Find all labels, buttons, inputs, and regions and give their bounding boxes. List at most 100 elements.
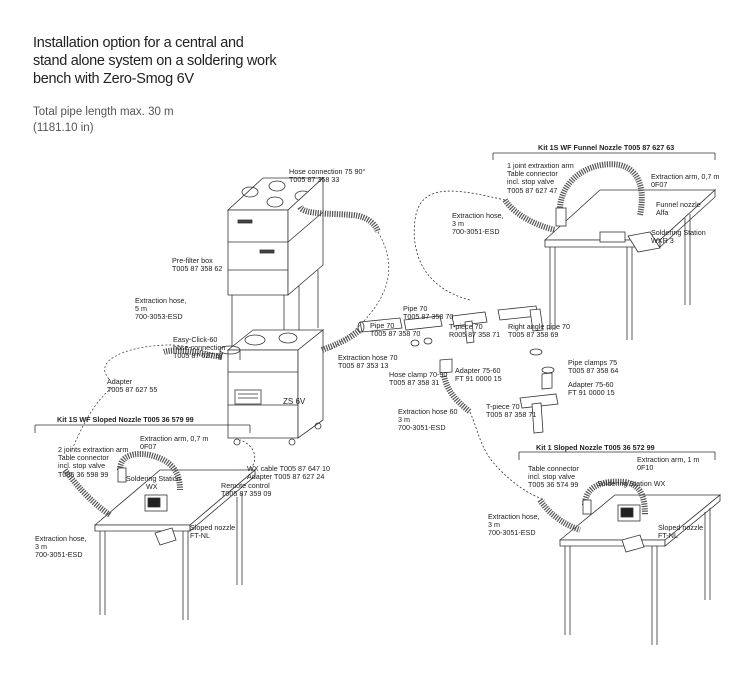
label-line: T005 87 358 70 xyxy=(370,329,421,339)
extraction-hose-5m-label: Extraction hose, 5 m 700-3053-ESD xyxy=(135,296,187,322)
label-line: Right angle pipe 70 xyxy=(508,322,570,331)
label-line: Extraction hose, xyxy=(452,211,504,220)
pipe-clamps-label: Pipe clamps 75 T005 87 358 64 xyxy=(568,358,618,375)
zs6v-label: ZS 6V xyxy=(283,397,306,406)
label-line: 3 m xyxy=(452,219,464,229)
label-line: 3 m xyxy=(398,415,410,425)
label-line: incl. stop valve xyxy=(507,177,555,187)
label-line: FT-NL xyxy=(190,531,210,541)
label-line: T005 36 598 99 xyxy=(58,469,109,479)
label-line: 0F07 xyxy=(651,180,668,190)
label-line: Table connector xyxy=(507,169,558,179)
label-line: Adapter 75-60 xyxy=(455,366,501,375)
label-line: Extraction hose, xyxy=(135,296,187,305)
funnel-nozzle-label: Funnel nozzle Alfa xyxy=(656,200,701,217)
zero-smog-unit xyxy=(219,177,325,446)
label-line: T005 36 574 99 xyxy=(528,480,579,490)
label-line: WX cable T005 87 647 10 xyxy=(247,464,330,473)
label-line: 700-3053-ESD xyxy=(135,312,183,322)
label-line: T005 87 358 31 xyxy=(389,378,440,388)
right-extraction-arm-label: Extraction arm, 1 m 0F10 xyxy=(637,455,700,473)
label-line: Hose clamp 70-90 xyxy=(389,370,448,379)
label-line: FT-NL xyxy=(658,531,678,541)
funnel-arm-label: 1 joint extraxtion arm Table connector i… xyxy=(507,161,574,195)
label-line: Extraction hose, xyxy=(488,512,540,521)
label-line: T005 87 358 70 xyxy=(403,312,454,322)
label-line: Pipe 70 xyxy=(370,321,395,330)
label-line: WXR 3 xyxy=(651,236,674,246)
label-line: T005 87 359 09 xyxy=(221,489,272,499)
label-line: Extraction hose, xyxy=(35,534,87,543)
funnel-kit-table xyxy=(413,152,717,340)
label-line: Extraction arm, 0,7 m xyxy=(140,434,209,443)
left-nozzle-label: Sloped nozzle FT-NL xyxy=(190,523,236,541)
right-connector-label: Table connector incl. stop valve T005 36… xyxy=(528,464,579,490)
label-line: T005 87 358 71 xyxy=(486,410,537,420)
label-line: T-piece 70 xyxy=(449,322,483,331)
label-line: T005 87 627 67 xyxy=(173,351,224,361)
label-line: 0F10 xyxy=(637,463,654,473)
wx-cable-label: WX cable T005 87 647 10 Adapter T005 87 … xyxy=(247,464,330,482)
label-line: Extraction hose 60 xyxy=(398,407,458,416)
label-line: T-piece 70 xyxy=(486,402,520,411)
label-line: Sloped nozzle xyxy=(190,523,236,532)
pipe70-b-label: Pipe 70 T005 87 358 70 xyxy=(403,304,454,322)
kit-sloped-left-title: Kit 1S WF Sloped Nozzle T005 36 579 99 xyxy=(57,415,194,424)
kit-sloped-right-title: Kit 1 Sloped Nozzle T005 36 572 99 xyxy=(536,443,655,452)
label-line: Funnel nozzle xyxy=(656,200,701,209)
funnel-station-label: Soldering Station WXR 3 xyxy=(651,228,706,246)
label-line: T005 87 358 62 xyxy=(172,264,223,274)
pipe70-a-label: Pipe 70 T005 87 358 70 xyxy=(370,321,421,339)
label-line: Soldering Station xyxy=(126,474,181,483)
label-line: 0F07 xyxy=(140,442,157,452)
adapter-75-60-b-label: Adapter 75-60 FT 91 0000 15 xyxy=(568,380,615,398)
label-line: incl. stop valve xyxy=(58,461,106,471)
pipe-system xyxy=(357,305,559,501)
label-line: Remote control xyxy=(221,481,270,490)
label-line: T005 87 627 55 xyxy=(107,385,158,395)
label-line: T005 87 353 13 xyxy=(338,361,389,371)
title-line: stand alone system on a soldering work xyxy=(33,53,277,69)
hose-clamp-label: Hose clamp 70-90 T005 87 358 31 xyxy=(389,370,448,388)
label-line: Adapter T005 87 627 24 xyxy=(247,472,325,482)
hoses-central xyxy=(71,204,390,451)
label-line: FT 91 0000 15 xyxy=(455,374,502,384)
label-line: 3 m xyxy=(35,542,47,552)
label-line: Extraction arm, 1 m xyxy=(637,455,700,464)
page-title: Installation option for a central and st… xyxy=(33,34,333,88)
label-line: T005 87 358 69 xyxy=(508,330,559,340)
label-line: Easy-Click-60 xyxy=(173,335,218,344)
left-extraction-arm-label: Extraction arm, 0,7 m 0F07 xyxy=(140,434,209,452)
extraction-hose-60-label: Extraction hose 60 3 m 700-3051-ESD xyxy=(398,407,458,433)
prefilter-label: Pre-filter box T005 87 358 62 xyxy=(172,256,223,274)
label-line: Extraction arm, 0,7 m xyxy=(651,172,720,181)
label-line: 700-3051-ESD xyxy=(452,227,500,237)
label-line: Soldering Station xyxy=(651,228,706,237)
label-line: 3 m xyxy=(488,520,500,530)
label-line: Adapter xyxy=(107,377,133,386)
left-hose-label: Extraction hose, 3 m 700-3051-ESD xyxy=(35,534,87,560)
right-nozzle-label: Sloped nozzle FT-NL xyxy=(658,523,703,541)
subtitle-line: Total pipe length max. 30 m xyxy=(33,106,174,118)
right-station-label: Soldering Station WX xyxy=(597,479,666,488)
adapter-75-60-a-label: Adapter 75-60 FT 91 0000 15 xyxy=(455,366,502,384)
label-line: WX xyxy=(146,482,158,492)
left-arm-label: 2 joints extraxtion arm Table connector … xyxy=(58,445,128,479)
right-kit-table xyxy=(518,451,722,645)
label-line: 700-3051-ESD xyxy=(488,528,536,538)
left-kit-table xyxy=(34,424,257,620)
easy-click-label: Easy-Click-60 hose connection T005 87 62… xyxy=(173,335,225,361)
label-line: FT 91 0000 15 xyxy=(568,388,615,398)
hose-connection-label: Hose connection 75 90° T005 87 358 33 xyxy=(289,167,365,184)
label-line: Pre-filter box xyxy=(172,256,213,265)
adapter-left-label: Adapter T005 87 627 55 xyxy=(107,377,158,395)
right-angle-pipe-label: Right angle pipe 70 T005 87 358 69 xyxy=(508,322,570,340)
funnel-extraction-arm-label: Extraction arm, 0,7 m 0F07 xyxy=(651,172,720,190)
right-hose-label: Extraction hose, 3 m 700-3051-ESD xyxy=(488,512,540,538)
kit-funnel-title: Kit 1S WF Funnel Nozzle T005 87 627 63 xyxy=(538,143,675,152)
funnel-hose-label: Extraction hose, 3 m 700-3051-ESD xyxy=(452,211,504,237)
tpiece70-a-label: T-piece 70 R005 87 358 71 xyxy=(449,322,500,339)
label-line: incl. stop valve xyxy=(528,472,576,482)
label-line: Table connector xyxy=(58,453,109,463)
